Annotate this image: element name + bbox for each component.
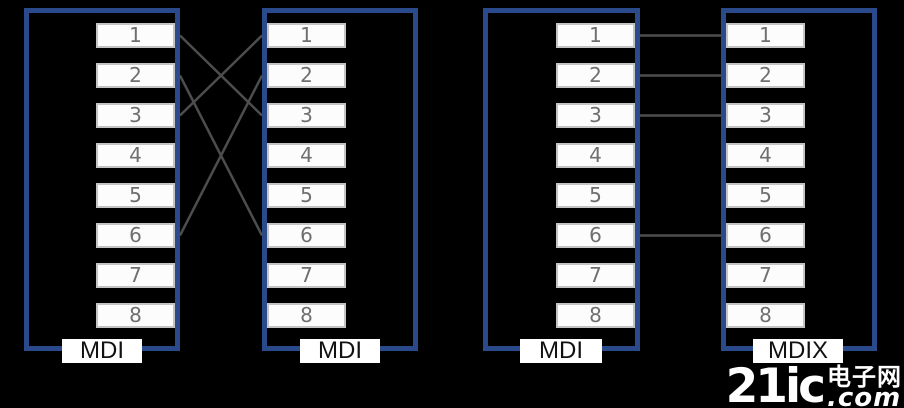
pin-4: 4 [267, 143, 346, 168]
pin-4: 4 [726, 143, 805, 168]
pin-1: 1 [96, 23, 175, 48]
wire-crossover-2-6 [178, 74, 264, 237]
pin-3: 3 [96, 103, 175, 128]
connector-straight-left: 1 2 3 4 5 6 7 8 [483, 8, 640, 351]
pin-5: 5 [267, 183, 346, 208]
port-label-mdi-2: MDI [300, 339, 380, 363]
pin-4: 4 [556, 143, 635, 168]
pin-8: 8 [556, 303, 635, 328]
wire-crossover-6-2 [178, 74, 264, 237]
pin-8: 8 [726, 303, 805, 328]
port-label-mdix: MDIX [753, 339, 843, 363]
wire-crossover-1-3 [179, 34, 263, 117]
connector-crossover-right: 1 2 3 4 5 6 7 8 [262, 8, 418, 351]
pin-column: 1 2 3 4 5 6 7 8 [96, 23, 175, 328]
connector-crossover-left: 1 2 3 4 5 6 7 8 [24, 8, 180, 351]
pin-3: 3 [556, 103, 635, 128]
pin-7: 7 [96, 263, 175, 288]
pin-6: 6 [556, 223, 635, 248]
pin-1: 1 [267, 23, 346, 48]
pin-5: 5 [726, 183, 805, 208]
port-label-mdi-1: MDI [62, 339, 142, 363]
pin-5: 5 [96, 183, 175, 208]
watermark-brand-text: 21ic [725, 359, 826, 408]
pin-2: 2 [726, 63, 805, 88]
pin-8: 8 [267, 303, 346, 328]
pin-6: 6 [96, 223, 175, 248]
pin-6: 6 [726, 223, 805, 248]
connector-straight-right: 1 2 3 4 5 6 7 8 [721, 8, 877, 351]
pin-6: 6 [267, 223, 346, 248]
watermark-site-name: 电子网 [827, 363, 902, 392]
pin-column: 1 2 3 4 5 6 7 8 [726, 23, 805, 328]
pin-2: 2 [96, 63, 175, 88]
pin-8: 8 [96, 303, 175, 328]
pin-2: 2 [267, 63, 346, 88]
pin-5: 5 [556, 183, 635, 208]
pin-column: 1 2 3 4 5 6 7 8 [267, 23, 346, 328]
pin-1: 1 [556, 23, 635, 48]
pin-7: 7 [267, 263, 346, 288]
watermark-domain: .com [827, 382, 902, 408]
pin-2: 2 [556, 63, 635, 88]
pin-7: 7 [556, 263, 635, 288]
pin-3: 3 [267, 103, 346, 128]
port-label-mdi-3: MDI [520, 339, 602, 363]
pin-4: 4 [96, 143, 175, 168]
pin-column: 1 2 3 4 5 6 7 8 [556, 23, 635, 328]
wire-crossover-3-1 [179, 34, 263, 117]
watermark-right-block: 电子网 .com [827, 365, 902, 408]
pin-1: 1 [726, 23, 805, 48]
pin-7: 7 [726, 263, 805, 288]
watermark-21ic-logo: 21ic 电子网 .com [725, 359, 902, 408]
pin-3: 3 [726, 103, 805, 128]
